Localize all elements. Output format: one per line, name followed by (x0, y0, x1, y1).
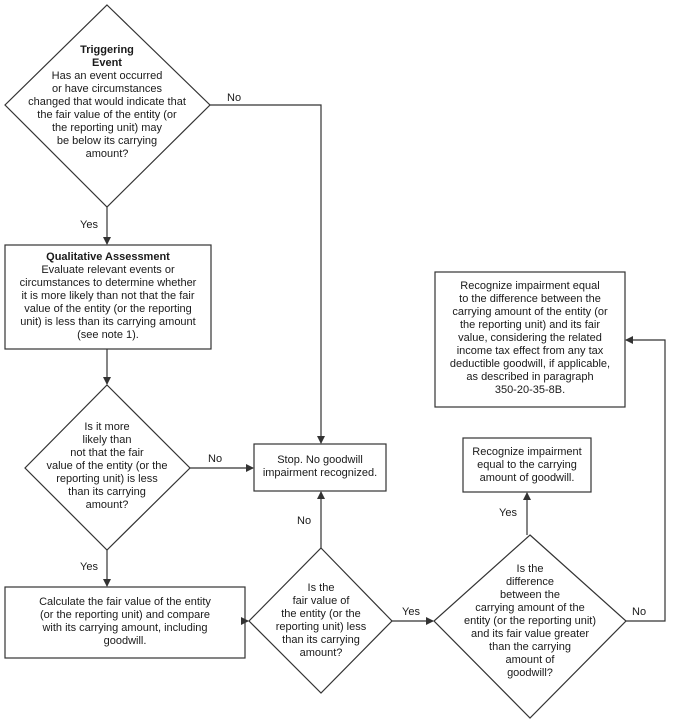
triggering-event-text: Triggering Event Has an event occurred o… (28, 44, 186, 160)
connector-trigger-to-stop (210, 104, 325, 444)
connector-difference-to-recognize-difference (625, 336, 666, 622)
recognize-difference-text: Recognize impairment equal to the differ… (449, 280, 611, 396)
recognize-difference-box (434, 271, 626, 408)
fair-value-less-text: Is the fair value of the entity (or the … (275, 582, 367, 659)
qualitative-assessment-box (4, 244, 212, 350)
stop-box (253, 443, 387, 492)
edge-label-trigger-yes: Yes (80, 219, 98, 231)
fair-value-less-diamond (248, 547, 393, 694)
stop-text: Stop. No goodwill impairment recognized. (262, 454, 378, 479)
edge-label-difference-no: No (632, 606, 647, 618)
more-likely-text: Is it more likely than not that the fair… (46, 421, 168, 511)
edge-label-more-likely-yes: Yes (80, 561, 98, 573)
calculate-text: Calculate the fair value of the entity (… (39, 596, 211, 647)
edge-label-fv-less-yes: Yes (402, 606, 420, 618)
calculate-box (4, 586, 246, 659)
difference-text: Is the difference between the carrying a… (463, 563, 597, 679)
recognize-goodwill-box (462, 437, 592, 493)
edge-label-more-likely-no: No (208, 453, 223, 465)
difference-diamond (433, 534, 627, 719)
edge-label-fv-less-no: No (297, 515, 312, 527)
qualitative-assessment-text: Qualitative Assessment Evaluate relevant… (19, 251, 197, 341)
edge-label-trigger-no: No (227, 92, 242, 104)
edge-label-difference-yes: Yes (499, 507, 517, 519)
recognize-goodwill-text: Recognize impairment equal to the carryi… (472, 446, 582, 484)
